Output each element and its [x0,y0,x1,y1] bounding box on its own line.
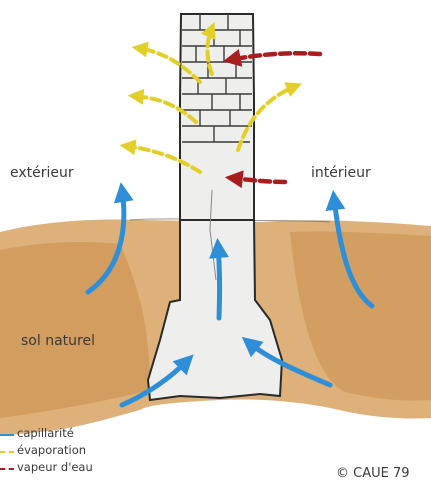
interior-label: intérieur [311,165,371,181]
legend-item-capillarity: capillarité [0,426,140,443]
legend-label-vapour: vapeur d'eau [17,460,93,474]
legend-swatch-evaporation [0,451,14,453]
legend-swatch-capillarity [0,434,14,436]
natural-soil-label: sol naturel [21,333,95,349]
copyright-credit: © CAUE 79 [336,466,410,481]
legend-item-evaporation: évaporation [0,443,140,460]
exterior-label: extérieur [10,165,74,181]
legend-swatch-vapour [0,468,14,470]
legend: capillarité évaporation vapeur d'eau [0,426,140,477]
legend-label-evaporation: évaporation [17,443,86,457]
soil-shading [0,242,150,418]
capillarity-arrow-wall [218,246,220,318]
legend-item-vapour: vapeur d'eau [0,460,140,477]
legend-label-capillarity: capillarité [17,426,74,440]
